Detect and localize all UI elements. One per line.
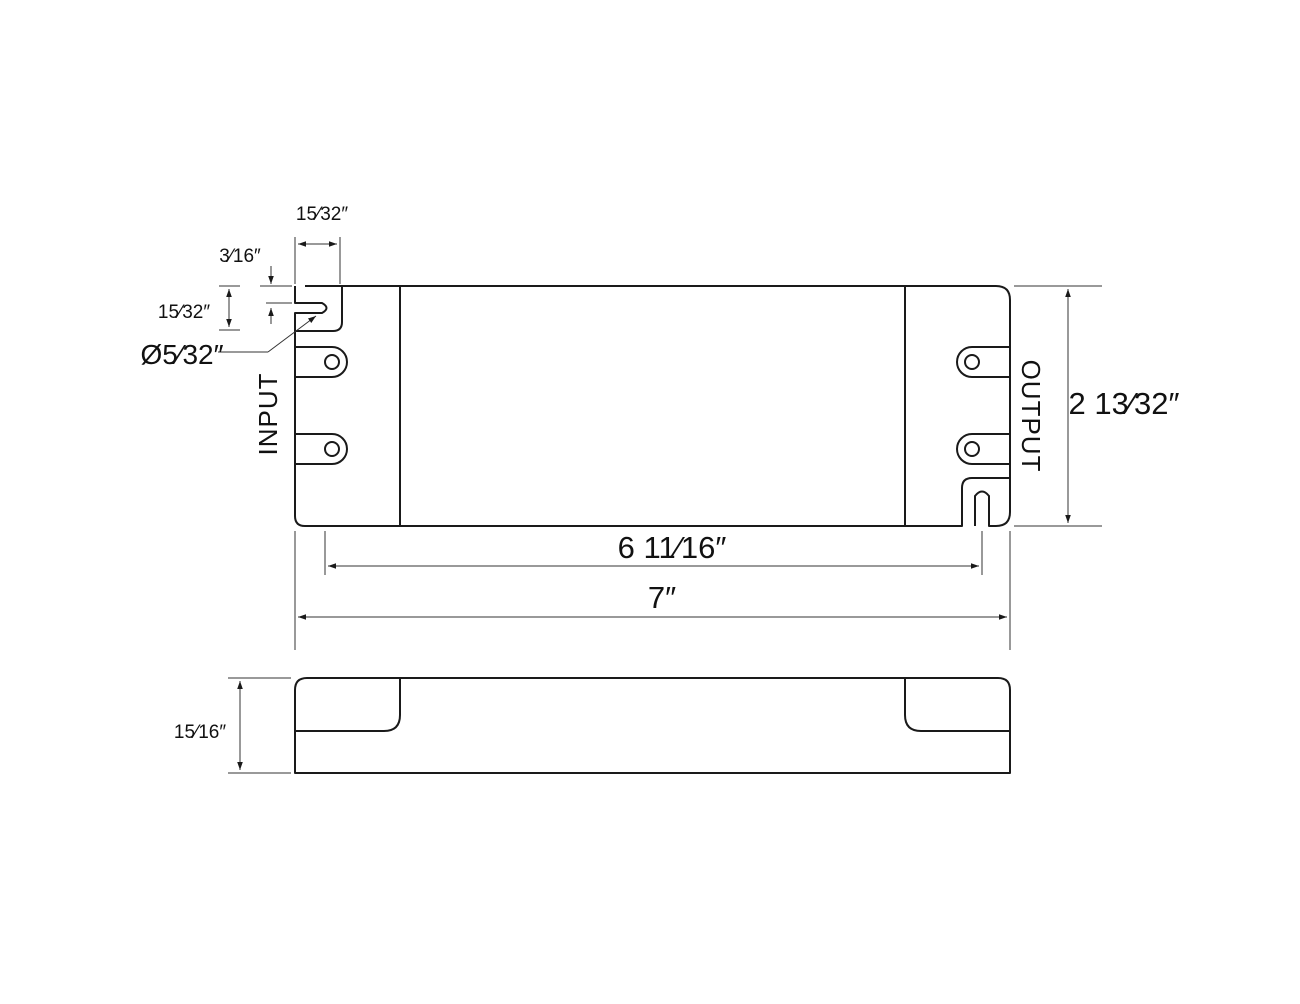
terminal-screw-icon — [964, 441, 980, 457]
input-terminal-1 — [295, 346, 348, 378]
side-view-left-cover — [383, 678, 401, 732]
slot-height-dimension: 15⁄32″ — [158, 302, 210, 323]
side-view: 15⁄16″ — [174, 677, 1011, 774]
mounting-length-dimension: 6 11⁄16″ — [618, 530, 727, 565]
thickness-dimension: 15⁄16″ — [174, 722, 226, 743]
hole-diameter-dimension: Ø5⁄32″ — [140, 339, 223, 370]
slot-offset-dimension: 3⁄16″ — [219, 246, 261, 267]
overall-length-dimension: 7″ — [648, 580, 676, 615]
top-view: INPUT OUTPUT — [253, 285, 1046, 527]
terminal-screw-icon — [324, 354, 340, 370]
side-view-outline — [294, 677, 1011, 774]
dimension-lines — [218, 237, 1102, 650]
input-terminal-2 — [295, 433, 348, 465]
top-view-body-outline — [294, 285, 1011, 527]
height-dimension: 2 13⁄32″ — [1069, 386, 1180, 421]
tab-width-dimension: 15⁄32″ — [296, 204, 348, 225]
side-view-right-cover — [904, 678, 922, 732]
output-terminal-1 — [956, 346, 1010, 378]
input-slot-tab — [294, 286, 328, 331]
output-slot-tab — [974, 478, 1011, 527]
output-terminal-2 — [956, 433, 1010, 465]
terminal-screw-icon — [964, 354, 980, 370]
input-label: INPUT — [253, 373, 283, 456]
terminal-screw-icon — [324, 441, 340, 457]
output-label: OUTPUT — [1016, 360, 1046, 473]
